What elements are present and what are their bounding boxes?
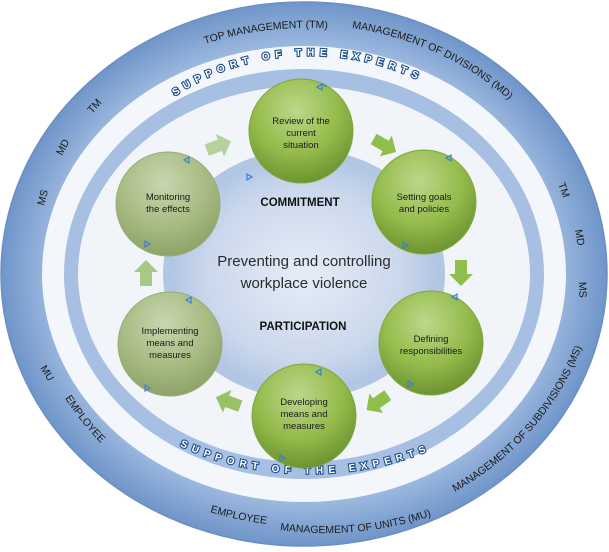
center-title-line2: workplace violence: [240, 275, 368, 292]
participation-label: PARTICIPATION: [260, 321, 347, 333]
step-goals-line1: Setting goals: [397, 192, 452, 203]
refresh-icon: [450, 292, 458, 302]
label-right-ms: MS: [576, 282, 589, 298]
refresh-icon: [279, 453, 287, 463]
step-implementing-line3: measures: [149, 350, 191, 361]
cycle-arrows: [134, 133, 473, 413]
refresh-icon: [246, 172, 254, 182]
cycle-small-icons: [144, 82, 458, 463]
step-developing-line2: means and: [280, 409, 327, 420]
step-monitoring-line1: Monitoring: [146, 192, 190, 203]
refresh-icon: [315, 82, 327, 92]
arrow-icon: [204, 134, 232, 157]
step-setting-goals: Setting goals and policies: [371, 149, 477, 255]
arrow-icon: [366, 390, 392, 413]
step-developing-line3: measures: [283, 421, 325, 432]
refresh-icon: [444, 153, 452, 163]
step-defining-responsibilities: Defining responsibilities: [378, 290, 484, 396]
refresh-icon: [182, 155, 190, 165]
step-developing: Developing means and measures: [251, 363, 357, 469]
arrow-icon: [134, 260, 158, 286]
step-monitoring-line2: the effects: [146, 204, 190, 215]
step-implementing-line2: means and: [146, 338, 193, 349]
step-review-line2: current: [286, 128, 316, 139]
step-implementing: Implementing means and measures: [117, 291, 223, 397]
center-title-line1: Preventing and controlling: [217, 253, 390, 270]
refresh-icon: [144, 383, 152, 393]
step-defining-line1: Defining: [414, 334, 449, 345]
step-defining-line2: responsibilities: [400, 346, 463, 357]
refresh-icon: [407, 379, 415, 389]
label-right-md: MD: [572, 228, 587, 247]
step-review-line1: Review of the: [272, 116, 330, 127]
arrow-icon: [449, 260, 473, 286]
refresh-icon: [402, 240, 410, 250]
refresh-icon: [144, 239, 152, 249]
arrow-icon: [215, 390, 243, 413]
arrow-icon: [370, 133, 397, 157]
step-review: Review of the current situation: [248, 78, 354, 184]
label-right-tm: TM: [555, 181, 571, 199]
step-review-line3: situation: [283, 140, 318, 151]
step-implementing-line1: Implementing: [141, 326, 198, 337]
step-goals-line2: and policies: [399, 204, 449, 215]
refresh-icon: [314, 367, 322, 377]
commitment-label: COMMITMENT: [260, 197, 339, 209]
step-monitoring: Monitoring the effects: [115, 151, 221, 257]
label-left-ms: MS: [35, 188, 51, 206]
step-developing-line1: Developing: [280, 397, 328, 408]
refresh-icon: [184, 295, 192, 305]
